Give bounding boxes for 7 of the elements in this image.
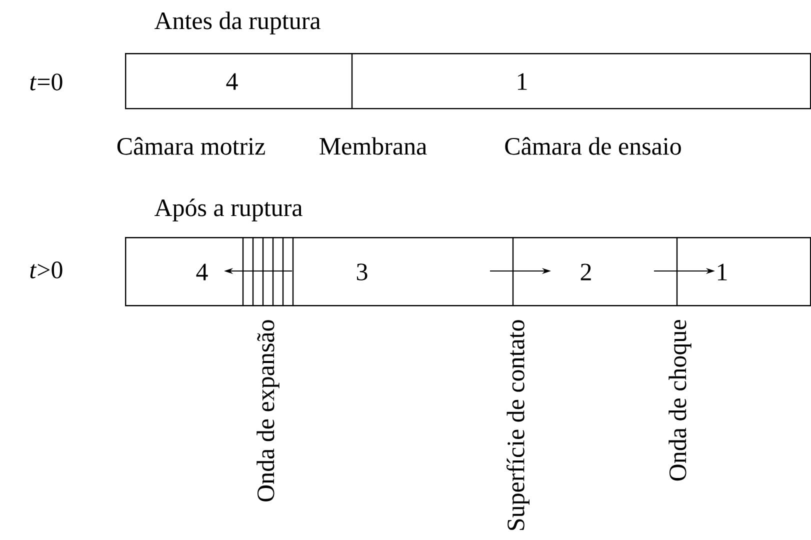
part-label: Membrana (320, 137, 427, 155)
part-label: Câmara de ensaio (505, 137, 681, 155)
tube: 4 3 2 1 (125, 237, 811, 306)
time-label: t=0 (30, 74, 62, 90)
time-label: t>0 (30, 262, 62, 278)
part-label: Câmara motriz (117, 137, 265, 155)
tube: 4 1 (125, 53, 811, 110)
